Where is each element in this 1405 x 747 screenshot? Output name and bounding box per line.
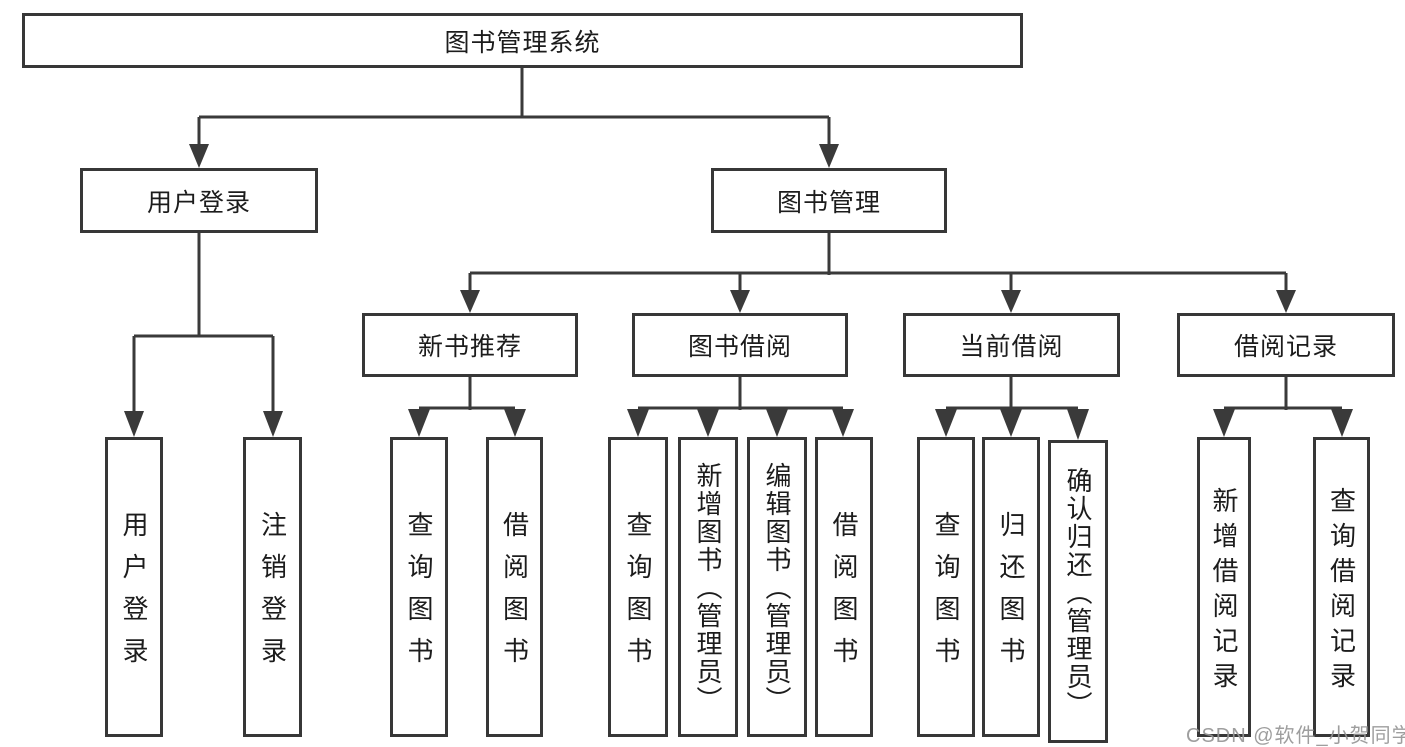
node-user-login: 用户登录 xyxy=(80,168,318,233)
leaf-edit-books-admin: 编辑图书（管理员） xyxy=(747,437,807,737)
leaf-add-borrow-record: 新增借阅记录 xyxy=(1197,437,1251,737)
leaf-borrow-books-recommend: 借阅图书 xyxy=(486,437,543,737)
node-borrowing-records: 借阅记录 xyxy=(1177,313,1395,377)
arrow-to-new-book-recommendation xyxy=(460,290,480,313)
leaf-confirm-return-admin: 确认归还（管理员） xyxy=(1048,440,1108,743)
arrow-to-leaf-user-login xyxy=(124,411,144,437)
node-new-book-recommendation: 新书推荐 xyxy=(362,313,578,377)
connector-new-book-recommendation-to-leaves xyxy=(408,377,526,437)
leaf-query-books-borrowing: 查询图书 xyxy=(608,437,668,737)
connector-root-to-level2 xyxy=(189,68,839,168)
arrow-to-current-borrowing xyxy=(1001,290,1021,313)
arrow-to-book-borrowing xyxy=(730,290,750,313)
watermark-text: CSDN @软件_小贺同学 xyxy=(1186,725,1405,747)
node-book-borrowing: 图书借阅 xyxy=(632,313,848,377)
leaf-query-books-current: 查询图书 xyxy=(917,437,975,737)
connector-current-borrowing-to-leaves xyxy=(935,377,1089,440)
leaf-query-borrow-record: 查询借阅记录 xyxy=(1313,437,1370,737)
leaf-borrow-books: 借阅图书 xyxy=(815,437,873,737)
node-library-management-system: 图书管理系统 xyxy=(22,13,1023,68)
connector-user-login-to-leaves xyxy=(124,233,283,437)
node-current-borrowing: 当前借阅 xyxy=(903,313,1120,377)
leaf-query-books-recommend: 查询图书 xyxy=(390,437,448,737)
arrow-to-book-management xyxy=(819,144,839,168)
arrow-to-user-login xyxy=(189,144,209,168)
arrow-to-leaf-logout xyxy=(263,411,283,437)
leaf-logout: 注销登录 xyxy=(243,437,302,737)
arrow-to-borrowing-records xyxy=(1276,290,1296,313)
connector-book-management-to-level3 xyxy=(460,233,1296,313)
connector-book-borrowing-to-leaves xyxy=(627,377,854,437)
node-book-management: 图书管理 xyxy=(711,168,947,233)
connector-borrowing-records-to-leaves xyxy=(1213,377,1353,437)
leaf-user-login: 用户登录 xyxy=(105,437,163,737)
leaf-return-books: 归还图书 xyxy=(982,437,1040,737)
leaf-add-books-admin: 新增图书（管理员） xyxy=(678,437,738,737)
